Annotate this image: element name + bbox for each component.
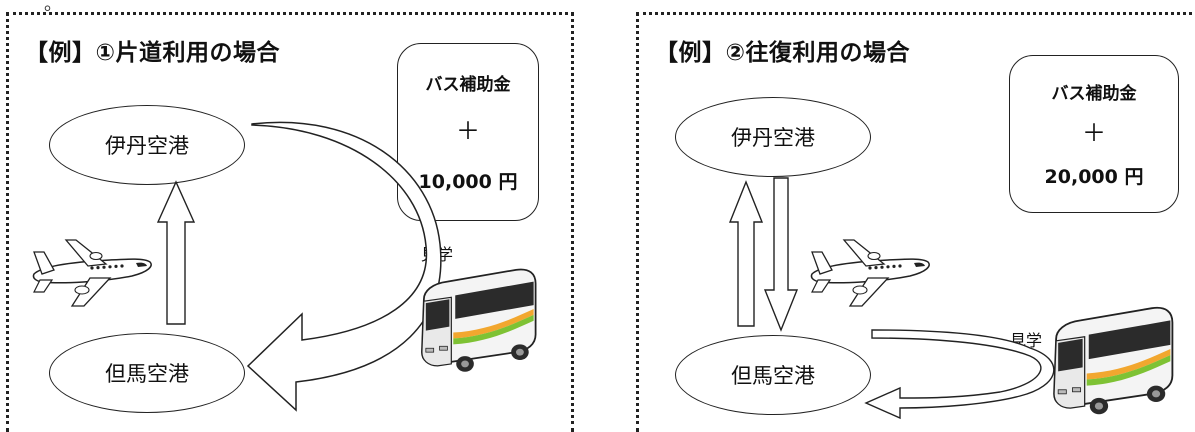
plus-sign: ＋ bbox=[456, 117, 480, 145]
diagram-graphics bbox=[32, 121, 1174, 420]
panel-title: 【例】①片道利用の場合 bbox=[25, 40, 280, 66]
curved-arrow-icon bbox=[246, 121, 442, 412]
airport-tajima: 但馬空港 bbox=[49, 333, 245, 413]
airplane-icon bbox=[810, 239, 930, 307]
plus-sign: ＋ bbox=[1082, 118, 1106, 147]
arrow-up-icon bbox=[728, 180, 764, 327]
round-trip-example-panel: 【例】②往復利用の場合 バス補助金 ＋ 20,000 円 伊丹空港 但馬空港 見… bbox=[636, 12, 1192, 432]
airport-label: 伊丹空港 bbox=[731, 126, 815, 150]
airport-label: 伊丹空港 bbox=[105, 134, 189, 158]
curved-arrow-icon bbox=[864, 329, 1055, 420]
subsidy-box: バス補助金 ＋ 20,000 円 bbox=[1009, 55, 1179, 213]
subsidy-label: バス補助金 bbox=[425, 75, 511, 95]
airplane-icon bbox=[32, 239, 152, 307]
airport-label: 但馬空港 bbox=[105, 362, 189, 386]
airport-itami: 伊丹空港 bbox=[675, 97, 871, 177]
arrow-up-icon bbox=[156, 180, 196, 325]
one-way-example-panel: 【例】①片道利用の場合 バス補助金 ＋ 10,000 円 伊丹空港 但馬空港 見… bbox=[6, 12, 574, 432]
subsidy-label: バス補助金 bbox=[1051, 83, 1137, 104]
panel-title: 【例】②往復利用の場合 bbox=[655, 40, 910, 66]
subsidy-amount: 20,000 円 bbox=[1044, 166, 1144, 189]
bus-icon bbox=[421, 268, 537, 373]
arrow-down-icon bbox=[763, 177, 799, 332]
airport-label: 但馬空港 bbox=[731, 364, 815, 388]
airport-itami: 伊丹空港 bbox=[49, 105, 245, 185]
bus-icon bbox=[1053, 306, 1174, 416]
subsidy-amount: 10,000 円 bbox=[418, 171, 518, 193]
cropped-text-fragment: 。 bbox=[44, 0, 62, 15]
airport-tajima: 但馬空港 bbox=[675, 335, 871, 415]
